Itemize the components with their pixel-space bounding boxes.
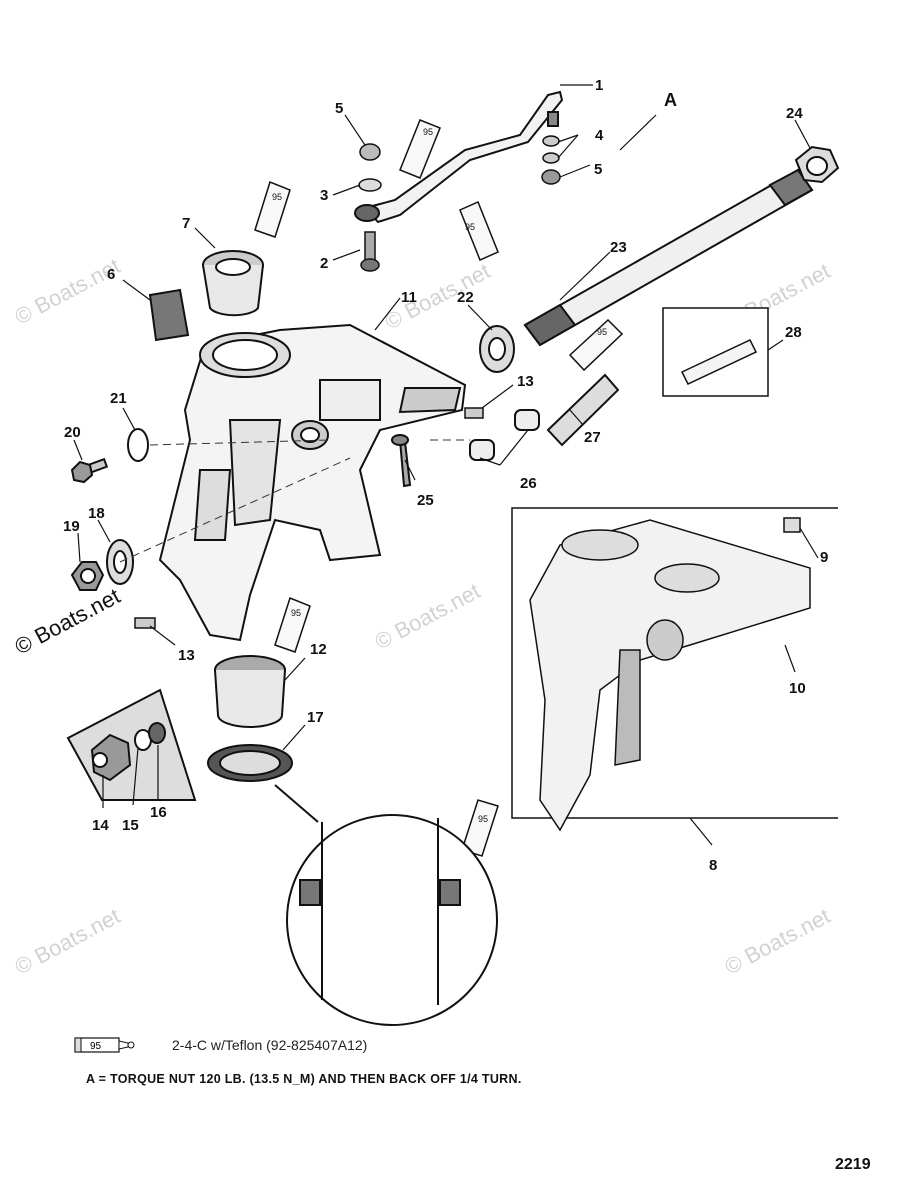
callout-label: 8	[709, 857, 717, 874]
callout-label: 25	[417, 492, 434, 509]
callout-label: 28	[785, 324, 802, 341]
callout-label: 13	[517, 373, 534, 390]
nuts-washers	[358, 135, 561, 272]
callout-label: 13	[178, 647, 195, 664]
callout-label: 7	[182, 215, 190, 232]
callout-labels: 1 2 3 4 5 5 6 7 8 9 10 11 12 13 13 14 15…	[63, 77, 828, 874]
inset-nut-kit	[66, 688, 197, 801]
callout-label: 12	[310, 641, 327, 658]
callout-label: 11	[401, 289, 417, 306]
callout-label: 21	[110, 390, 127, 407]
svg-text:95: 95	[597, 327, 607, 337]
callout-label: 24	[786, 105, 803, 122]
legend-text: 2-4-C w/Teflon (92-825407A12)	[172, 1037, 368, 1053]
callout-label: 27	[584, 429, 601, 446]
callout-label: 5	[335, 100, 343, 117]
lower-bushing	[207, 655, 293, 782]
callout-label: 4	[595, 127, 604, 144]
callout-label: 26	[520, 475, 537, 492]
watermark: © Boats.net	[371, 578, 485, 654]
svg-text:95: 95	[423, 127, 433, 137]
callout-label: 16	[150, 804, 167, 821]
svg-text:95: 95	[291, 608, 301, 618]
callout-label: 15	[122, 817, 139, 834]
sealant-tubes: 95 95 95 95 95 95	[254, 119, 624, 857]
callout-label: 14	[92, 817, 109, 834]
inset-pin-28	[662, 307, 769, 397]
callout-label: 2	[320, 255, 328, 272]
washer-22	[479, 325, 515, 373]
upper-bushing	[148, 250, 264, 342]
callout-label: 1	[595, 77, 603, 94]
callout-label: 3	[320, 187, 328, 204]
steering-arm	[354, 90, 564, 224]
callout-label: 18	[88, 505, 105, 522]
seal-detail-inset	[274, 784, 498, 1026]
svg-text:95: 95	[478, 814, 488, 824]
inset-bracket-assembly	[511, 507, 838, 832]
callout-label: 19	[63, 518, 80, 535]
page-number: 2219	[835, 1156, 871, 1173]
callout-label: 5	[594, 161, 602, 178]
callout-label-a: A	[664, 90, 677, 110]
watermark: © Boats.net	[721, 903, 835, 979]
leader-lines	[73, 84, 819, 846]
torque-note: A = TORQUE NUT 120 LB. (13.5 N_M) AND TH…	[86, 1072, 522, 1086]
svg-text:95: 95	[465, 222, 475, 232]
callout-label: 10	[789, 680, 806, 697]
sealant-tube-icon: 95	[74, 1037, 135, 1053]
watermark: © Boats.net	[11, 903, 125, 979]
swivel-bracket	[158, 323, 467, 642]
watermark: © Boats.net	[381, 258, 495, 334]
callout-label: 17	[307, 709, 324, 726]
svg-text:95: 95	[90, 1041, 102, 1052]
callout-label: 23	[610, 239, 627, 256]
bolt-nut	[70, 457, 134, 591]
watermark: © Boats.net	[11, 253, 125, 329]
bushings-pin	[127, 373, 620, 488]
watermark: © Boats.net	[11, 583, 125, 659]
svg-text:95: 95	[272, 192, 282, 202]
alignment-lines	[119, 439, 470, 563]
tilt-tube	[523, 145, 840, 347]
callout-label: 6	[107, 266, 115, 283]
callout-label: 20	[64, 424, 81, 441]
callout-label: 22	[457, 289, 474, 306]
callout-label: 9	[820, 549, 828, 566]
